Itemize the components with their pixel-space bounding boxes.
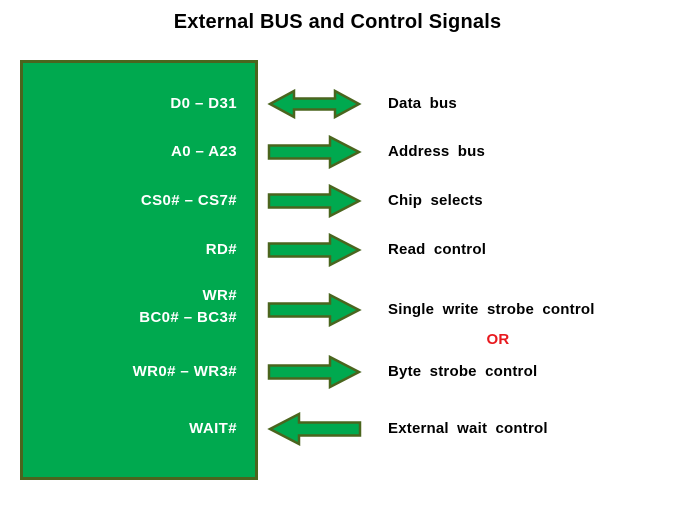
signal-label-wr0-wr3: WR0# – WR3# <box>132 363 237 380</box>
signal-label-d0-d31: D0 – D31 <box>170 95 237 112</box>
bidirectional-arrow-icon <box>267 88 362 120</box>
description-read-control: Read control <box>388 241 487 258</box>
signal-label-a0-a23: A0 – A23 <box>170 143 237 160</box>
description-address-bus: Address bus <box>388 143 486 160</box>
or-label: OR <box>486 331 510 348</box>
description-byte-strobe: Byte strobe control <box>388 363 538 380</box>
signal-line-wr: WR# <box>202 287 237 304</box>
chip-box <box>20 60 258 480</box>
signal-label-wait: WAIT# <box>189 420 237 437</box>
right-arrow-icon <box>267 355 362 389</box>
description-single-write-strobe: Single write strobe control <box>388 301 595 318</box>
right-arrow-icon <box>267 293 362 327</box>
right-arrow-icon <box>267 135 362 169</box>
description-data-bus: Data bus <box>388 95 457 112</box>
right-arrow-icon <box>267 233 362 267</box>
right-arrow-icon <box>267 184 362 218</box>
description-external-wait: External wait control <box>388 420 548 437</box>
left-arrow-icon <box>267 412 362 446</box>
signal-line-bc0-bc3: BC0# – BC3# <box>139 309 237 326</box>
description-chip-selects: Chip selects <box>388 192 483 209</box>
page-title: External BUS and Control Signals <box>173 11 502 33</box>
signal-label-rd: RD# <box>205 241 237 258</box>
signal-label-wr-bc: WR# BC0# – BC3# <box>40 285 237 329</box>
signal-label-cs0-cs7: CS0# – CS7# <box>140 192 237 209</box>
